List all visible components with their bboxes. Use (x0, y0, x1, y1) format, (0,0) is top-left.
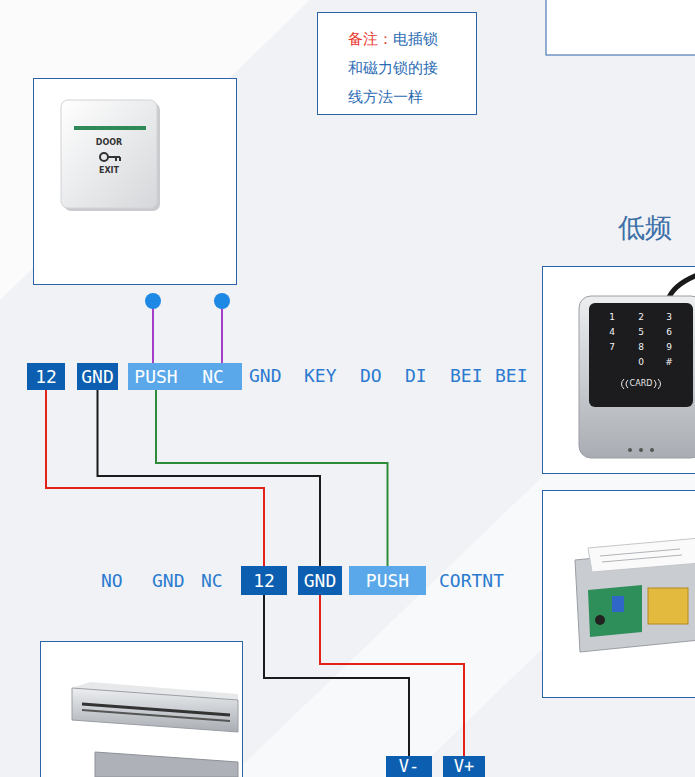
pin-name: KEY (304, 363, 337, 389)
pin-name: BEI (495, 363, 528, 389)
terminal-box: GND (77, 363, 118, 390)
note-heading: 备注： (348, 30, 393, 48)
wire (264, 595, 409, 756)
exit-button-picture (34, 79, 237, 285)
pin-name: DI (405, 363, 427, 389)
key-digit: 0 (634, 356, 648, 368)
keypad-picture (543, 267, 695, 474)
key-icon (100, 153, 108, 161)
picture-frame (41, 642, 243, 777)
power-supply-picture (543, 491, 695, 698)
keypad-led (639, 448, 643, 452)
terminal-name: V+ (454, 756, 474, 776)
terminal-name: GND (304, 570, 337, 592)
terminal-name: PUSH (134, 366, 177, 388)
pin-name: NC (201, 568, 223, 594)
terminal-box: GND (298, 566, 342, 595)
terminal-dot (145, 293, 161, 309)
lock-coil (82, 704, 230, 715)
keypad-face (589, 303, 693, 407)
purple-wire (152, 301, 154, 363)
psu-board (588, 585, 642, 637)
terminal-name: PUSH (366, 570, 409, 592)
terminal-box: V- (386, 756, 432, 777)
key-digit: 7 (605, 341, 619, 353)
terminal-box: PUSH (128, 363, 184, 390)
picture-frame (34, 79, 237, 285)
keypad-led (650, 448, 654, 452)
picture-frame (543, 491, 695, 698)
terminal-name: V- (399, 756, 419, 776)
key-digit: 2 (634, 311, 648, 323)
psu-relay (612, 596, 624, 612)
psu-label-line (600, 549, 680, 556)
terminal-box: PUSH (349, 566, 426, 595)
button-plate (61, 100, 157, 208)
lock-body (72, 688, 238, 732)
psu-transformer (648, 588, 688, 624)
key-digit: 5 (634, 326, 648, 338)
pin-name: GND (249, 363, 282, 389)
psu-label-line (602, 555, 682, 562)
green-bar (74, 126, 146, 130)
key-digit: 8 (634, 341, 648, 353)
key-digit: # (662, 356, 676, 368)
wire (320, 595, 464, 756)
card-arcs (622, 379, 661, 389)
terminal-name: GND (81, 366, 114, 388)
purple-wire (221, 301, 223, 363)
keypad-led (628, 448, 632, 452)
partial-frame (546, 0, 695, 55)
section-heading: 低频 (618, 211, 672, 245)
lock-coil (82, 710, 230, 721)
terminal-name: NC (202, 366, 224, 388)
pin-name: NO (101, 568, 123, 594)
key-digit: 6 (662, 326, 676, 338)
terminal-dot (214, 293, 230, 309)
note-box: 备注：电插锁和磁力锁的接线方法一样 (317, 12, 477, 115)
pin-name: CORTNT (439, 568, 504, 594)
key-digit: 1 (605, 311, 619, 323)
keypad-body (579, 296, 695, 458)
button-text: EXIT (89, 166, 129, 176)
magnetic-lock-picture (41, 642, 243, 777)
key-icon (108, 157, 120, 161)
key-digit: 3 (662, 311, 676, 323)
terminal-box: V+ (443, 756, 485, 777)
key-digit: 4 (605, 326, 619, 338)
terminal-box: 12 (241, 566, 287, 595)
psu-label (588, 538, 695, 572)
psu-capacitor (595, 615, 605, 625)
pin-name: GND (152, 568, 185, 594)
terminal-name: 12 (253, 570, 275, 592)
lock-armature (95, 752, 238, 777)
pin-name: DO (360, 363, 382, 389)
button-text: DOOR (89, 138, 129, 148)
terminal-name: 12 (35, 366, 57, 388)
terminal-box: 12 (27, 363, 65, 390)
note-text: 备注：电插锁和磁力锁的接线方法一样 (348, 25, 440, 112)
picture-frame (543, 267, 695, 474)
wire (98, 390, 321, 566)
card-text: CARD (621, 379, 661, 389)
white-band (0, 0, 310, 300)
key-digit: 9 (662, 341, 676, 353)
button-leads (145, 293, 230, 363)
wire (156, 390, 388, 566)
terminal-box: NC (184, 363, 242, 390)
pin-name: BEI (450, 363, 483, 389)
